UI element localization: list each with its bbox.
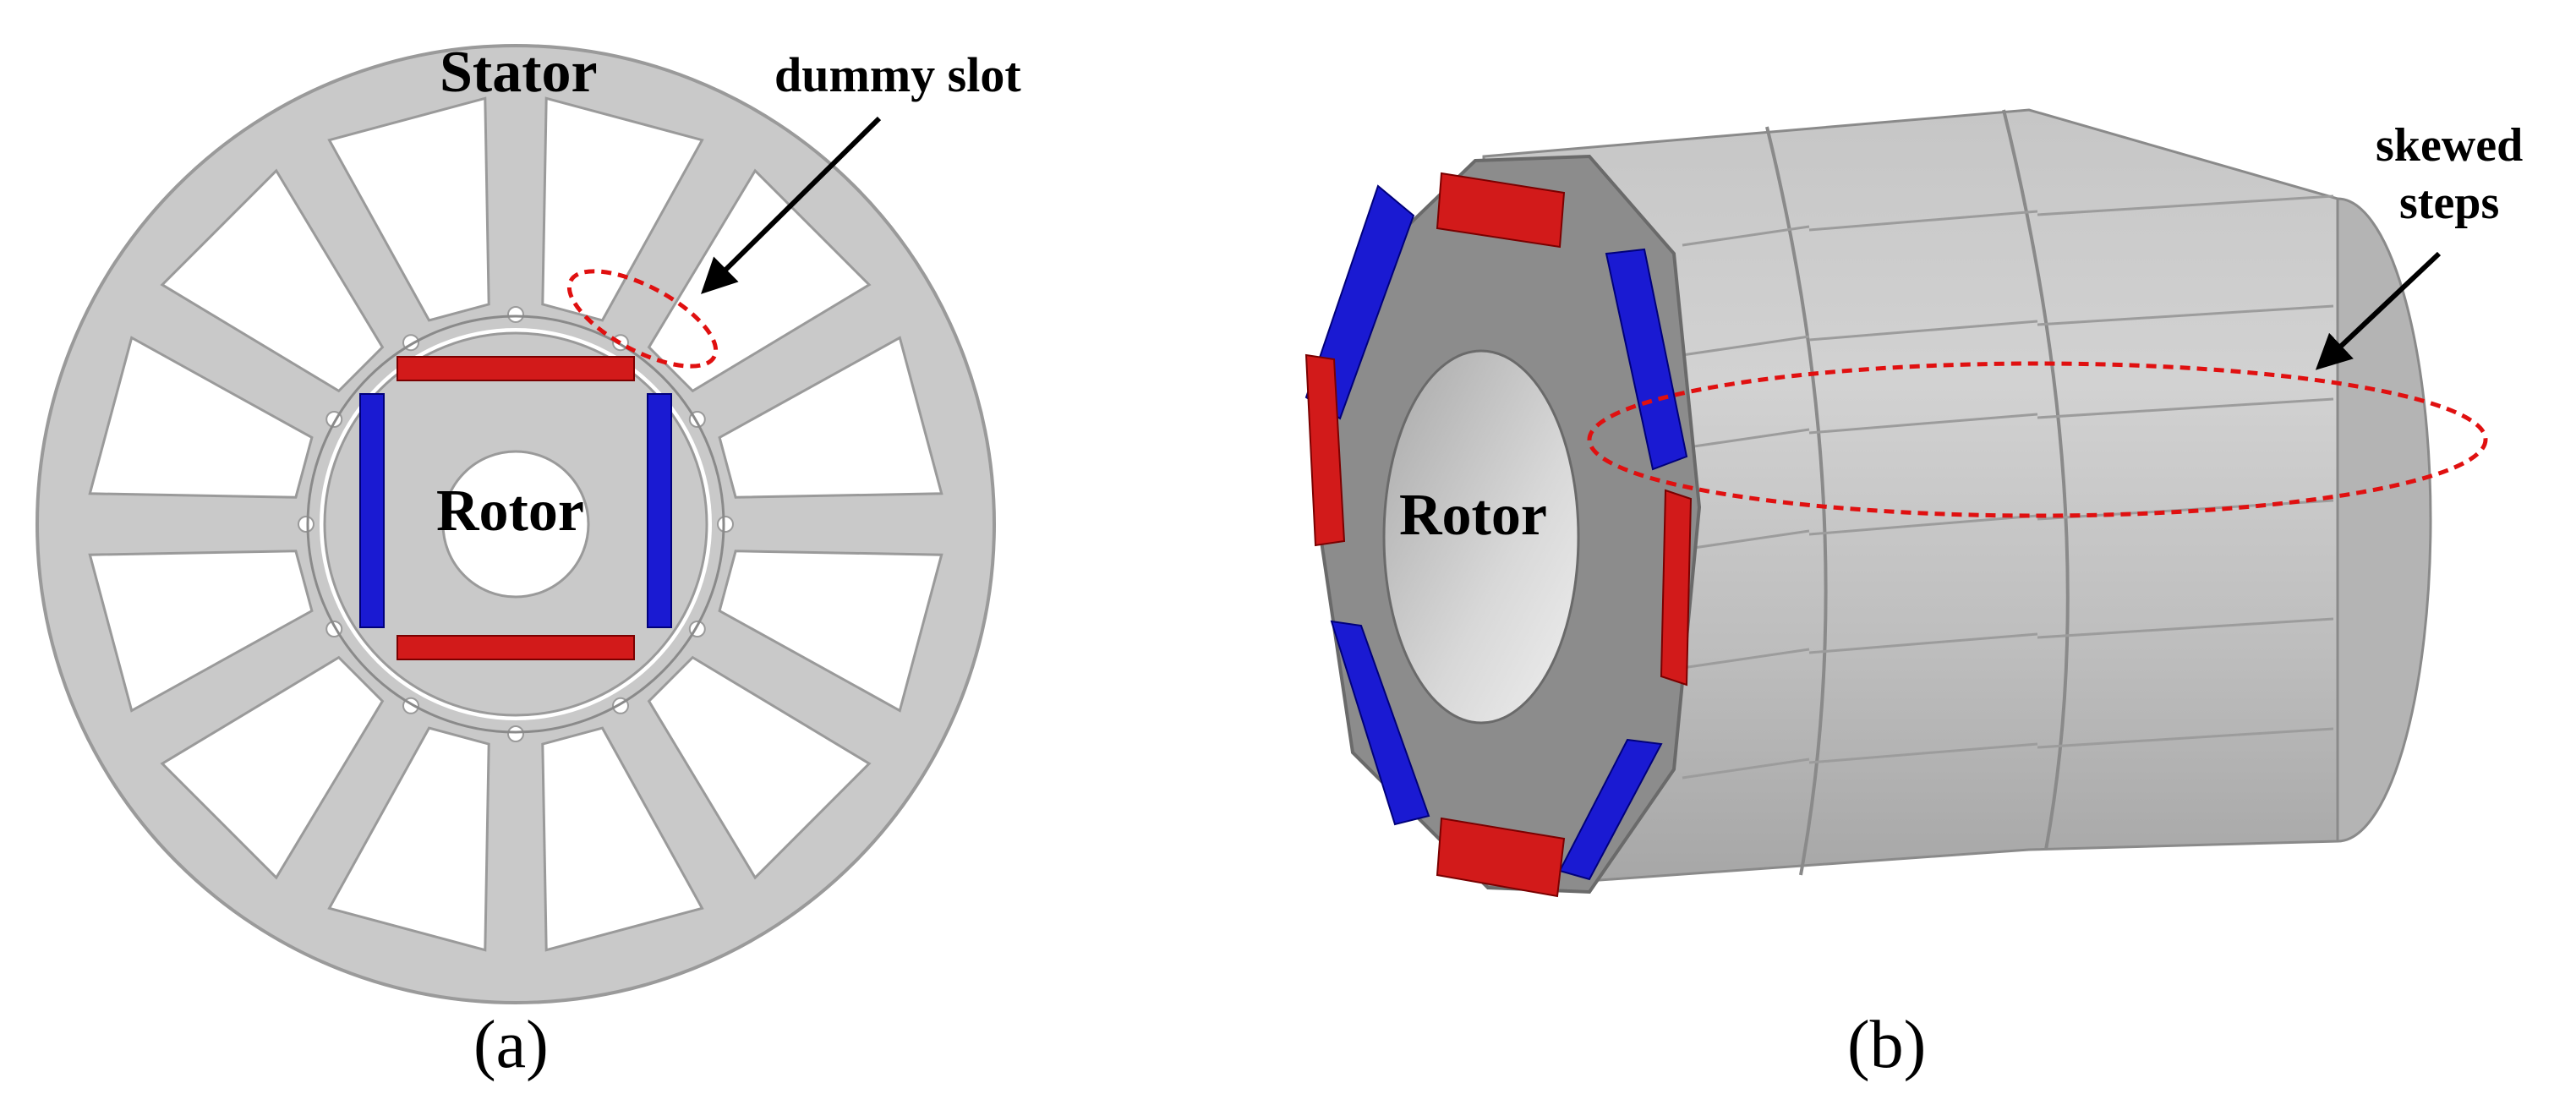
rotor-label-3d: Rotor [1399, 483, 1547, 548]
magnet-right [647, 393, 672, 628]
dummy-slot-highlight [566, 269, 719, 369]
skew-step-seam-1 [1765, 126, 1828, 876]
skewed-label-line2: steps [2399, 177, 2499, 229]
dummy-slot-notch [507, 306, 524, 323]
magnet-face-upper-right [1605, 248, 1688, 471]
stator-slot [88, 550, 314, 713]
stator-slot [327, 726, 490, 952]
facet-line [1682, 648, 1810, 670]
shaft-hole [441, 450, 590, 599]
stator-slot [88, 336, 314, 499]
facet-line [1808, 632, 2038, 654]
facet-line [2037, 499, 2334, 521]
facet-line [2037, 397, 2334, 419]
facet-line [1682, 225, 1810, 247]
magnet-top [397, 356, 635, 381]
stator-slot [541, 96, 704, 322]
rotor-bore [1382, 349, 1580, 725]
facet-line [2037, 617, 2334, 639]
stator-bore-edge [306, 315, 725, 734]
dummy-slot-notch [717, 516, 734, 533]
magnet-face-lower-left [1330, 620, 1430, 826]
facet-line [1808, 742, 2038, 764]
facet-line [1682, 428, 1810, 450]
stator-slot [718, 336, 943, 499]
caption-b: (b) [1847, 1008, 1926, 1082]
stator-slots [88, 96, 943, 952]
panel-b-skewed-rotor: Rotor skewed steps (b) [1304, 108, 2523, 1082]
facet-line [2037, 304, 2334, 326]
magnet-face-lower-right [1558, 738, 1663, 881]
arrow-icon [701, 116, 882, 294]
facet-line [1682, 758, 1810, 780]
stator-slot [160, 655, 385, 880]
skew-step-seam-2 [2002, 109, 2070, 851]
facet-line [1808, 210, 2038, 232]
stator-label: Stator [440, 40, 598, 105]
magnet-face-left [1304, 353, 1346, 547]
facet-line [2037, 194, 2334, 216]
dummy-slot-notch [298, 516, 314, 533]
stator-slot [718, 550, 943, 713]
magnet-left [359, 393, 385, 628]
magnet-face-bottom [1436, 817, 1566, 898]
caption-a: (a) [473, 1008, 549, 1082]
dummy-slot-notch [507, 725, 524, 742]
magnet-face-top [1436, 172, 1566, 249]
facet-line [1682, 529, 1810, 551]
facet-line [2037, 727, 2334, 749]
stator-slot [327, 96, 490, 322]
facet-line [1808, 320, 2038, 342]
rotor-label: Rotor [436, 479, 584, 544]
stator-slot [647, 168, 872, 393]
facet-lines [1682, 194, 2334, 780]
stator-slot [647, 655, 872, 880]
stator-slot [160, 168, 385, 393]
facet-line [1682, 335, 1810, 357]
facet-line [1808, 413, 2038, 435]
magnet-face-right [1660, 489, 1693, 687]
magnet-bottom [397, 635, 635, 660]
facet-line [1808, 514, 2038, 536]
skewed-label-line1: skewed [2376, 119, 2523, 172]
dummy-slot-label: dummy slot [774, 47, 1021, 102]
skewed-steps-highlight [1587, 361, 2488, 518]
arrow-icon [2315, 251, 2442, 370]
stator-slot [541, 726, 704, 952]
panel-a-cross-section: Stator Rotor dummy slot (a) [36, 40, 1021, 1082]
